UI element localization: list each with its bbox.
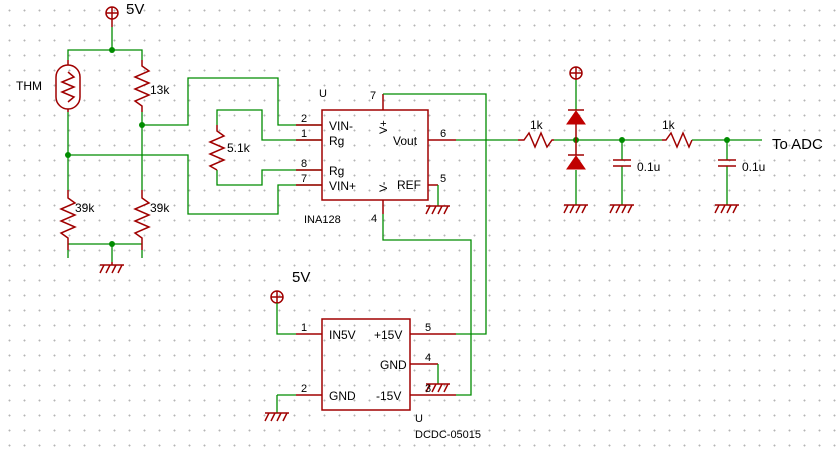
label-cap-1: 0.1u — [637, 160, 660, 174]
ina-pin-ref: REF — [397, 178, 421, 192]
dcdc-pin-num-5: 5 — [425, 322, 431, 334]
label-39k-right: 39k — [150, 201, 170, 215]
ina-pin-num-5: 5 — [440, 173, 446, 185]
dcdc-pin-num-3: 3 — [425, 383, 431, 395]
label-1k-2: 1k — [662, 118, 676, 132]
ground-symbol-cap-2 — [714, 204, 739, 214]
wire-dcdc-in — [276, 303, 296, 335]
dcdc-pin-num-1: 1 — [301, 322, 307, 334]
supply-wires — [382, 93, 487, 396]
capacitor-0-1u-2 — [718, 159, 736, 167]
dcdc-converter — [296, 318, 456, 411]
ground-symbol-diode — [563, 204, 588, 214]
ina-pin-num-6: 6 — [440, 128, 446, 140]
ground-symbol-cap-1 — [609, 204, 634, 214]
resistor-1k-1 — [518, 131, 554, 149]
label-39k-left: 39k — [75, 201, 95, 215]
label-1k-1: 1k — [530, 118, 544, 132]
ground-symbol-dcdc-out — [425, 383, 450, 393]
ground-symbol-dcdc-in — [264, 412, 289, 422]
dcdc-pin-plus15v: +15V — [374, 328, 402, 342]
ground-symbol-ina-ref — [425, 205, 450, 215]
ground-symbol-bridge — [99, 262, 124, 274]
bridge-wires — [67, 27, 322, 262]
label-thm: THM — [16, 79, 42, 93]
dcdc-pin-in5v: IN5V — [329, 328, 356, 342]
label-13k: 13k — [150, 83, 170, 97]
ina128-name: INA128 — [304, 214, 341, 226]
ina-pin-vout: Vout — [393, 134, 418, 148]
ina-pin-vplus: V+ — [378, 120, 390, 134]
diode-clamp-upper — [566, 109, 586, 140]
ina-pin-num-4: 4 — [371, 213, 377, 225]
label-to-adc: To ADC — [772, 136, 823, 153]
label-5v-top: 5V — [126, 1, 144, 18]
power-symbol-5v-dcdc — [270, 290, 284, 304]
dcdc-pin-num-2: 2 — [301, 383, 307, 395]
thermistor — [55, 60, 81, 112]
ina-pin-vin-plus: VIN+ — [329, 179, 356, 193]
label-5v-dcdc: 5V — [292, 269, 310, 286]
dcdc-pin-gnd-out: GND — [380, 358, 407, 372]
ina-pin-vminus: V- — [378, 181, 390, 192]
ina128-ref: U — [319, 88, 327, 100]
dcdc-pin-minus15v: -15V — [376, 389, 401, 403]
ina-pin-num-2: 2 — [301, 113, 307, 125]
ina-pin-num-7: 7 — [301, 173, 307, 185]
ina-pin-num-1: 1 — [301, 128, 307, 140]
dcdc-pin-num-4: 4 — [425, 352, 431, 364]
ina128-amplifier — [296, 94, 456, 214]
ina-pin-num-7-top: 7 — [370, 90, 376, 102]
resistor-13k — [133, 60, 151, 112]
capacitor-0-1u-1 — [613, 159, 631, 167]
resistor-39k-right — [133, 190, 151, 250]
ina-pin-rg2: Rg — [329, 164, 344, 178]
resistor-1k-2 — [662, 131, 693, 149]
diode-clamp-lower — [566, 140, 586, 170]
power-symbol-5v-top — [105, 6, 119, 27]
output-filter-wires — [456, 80, 762, 205]
ina-pin-rg1: Rg — [329, 134, 344, 148]
label-cap-2: 0.1u — [742, 160, 765, 174]
power-symbol-clamp — [569, 66, 583, 80]
dcdc-ref: U — [415, 413, 423, 425]
dcdc-pin-gnd-in: GND — [329, 389, 356, 403]
label-5-1k: 5.1k — [227, 141, 251, 155]
ina-pin-vin-minus: VIN- — [329, 119, 353, 133]
resistor-39k-left — [59, 190, 77, 250]
dcdc-name: DCDC-05015 — [415, 429, 481, 441]
ina-pin-num-8: 8 — [301, 158, 307, 170]
resistor-5-1k — [208, 125, 226, 171]
